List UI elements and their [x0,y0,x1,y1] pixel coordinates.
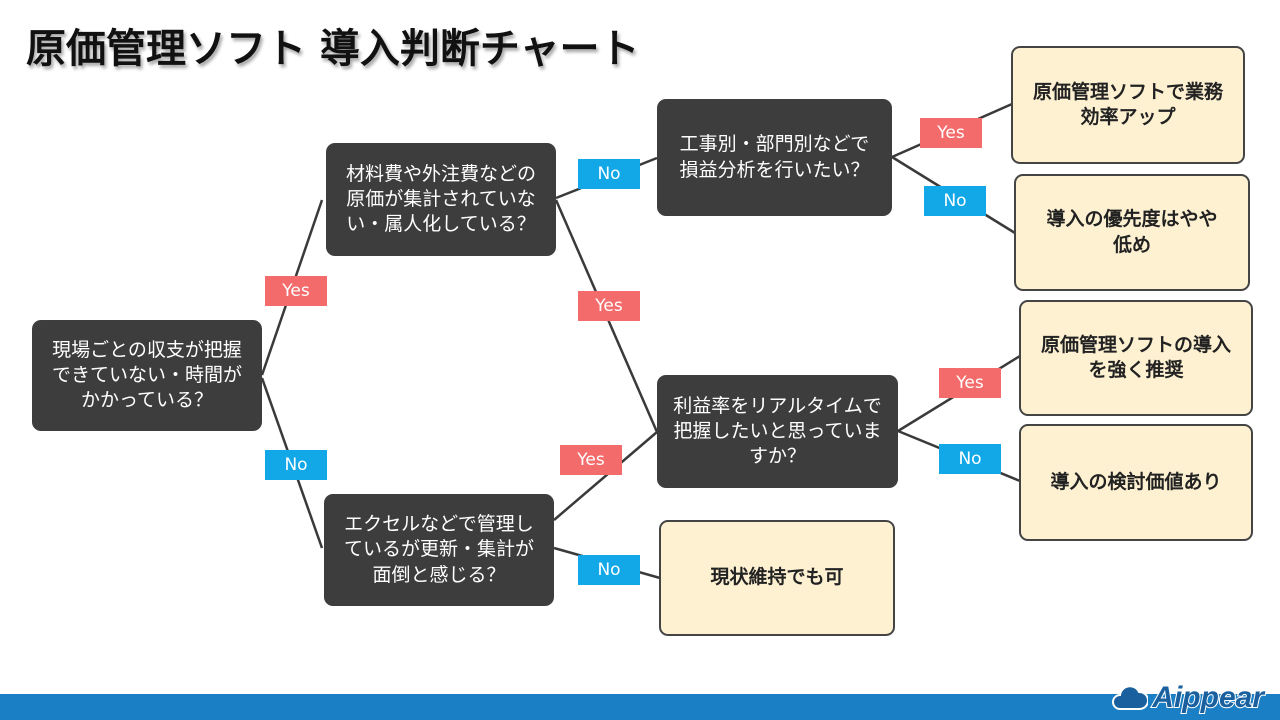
yes-label-q4: Yes [920,118,982,148]
footer-bar [0,694,1280,720]
cloud-icon [1112,685,1149,710]
no-label-q1: No [265,450,327,480]
question-node-q5: 利益率をリアルタイムで 把握したいと思っていま すか？ [657,375,898,488]
question-node-q1: 現場ごとの収支が把握 できていない・時間が かかっている？ [32,320,262,431]
connector-q3-q5 [553,431,658,521]
question-node-q3: エクセルなどで管理し ているが更新・集計が 面倒と感じる？ [324,494,554,606]
no-label-q2: No [578,159,640,189]
yes-label-q3: Yes [560,445,622,475]
question-node-q2: 材料費や外注費などの 原価が集計されていな い・属人化している？ [326,143,556,256]
page-title: 原価管理ソフト 導入判断チャート [26,26,640,72]
logo-text: Aippear [1151,680,1265,715]
no-label-q5: No [939,444,1001,474]
yes-label-q2: Yes [578,291,640,321]
no-label-q4: No [924,186,986,216]
result-node-r3: 原価管理ソフトの導入 を強く推奨 [1019,300,1253,416]
no-label-q3: No [578,555,640,585]
brand-logo: Aippear [1112,678,1265,718]
yes-label-q5: Yes [939,368,1001,398]
result-node-r1: 原価管理ソフトで業務 効率アップ [1011,46,1245,164]
yes-label-q1: Yes [265,276,327,306]
result-node-r4: 導入の検討価値あり [1019,424,1253,541]
result-node-r5: 現状維持でも可 [659,520,895,636]
question-node-q4: 工事別・部門別などで 損益分析を行いたい？ [657,99,892,216]
result-node-r2: 導入の優先度はやや 低め [1014,174,1250,291]
